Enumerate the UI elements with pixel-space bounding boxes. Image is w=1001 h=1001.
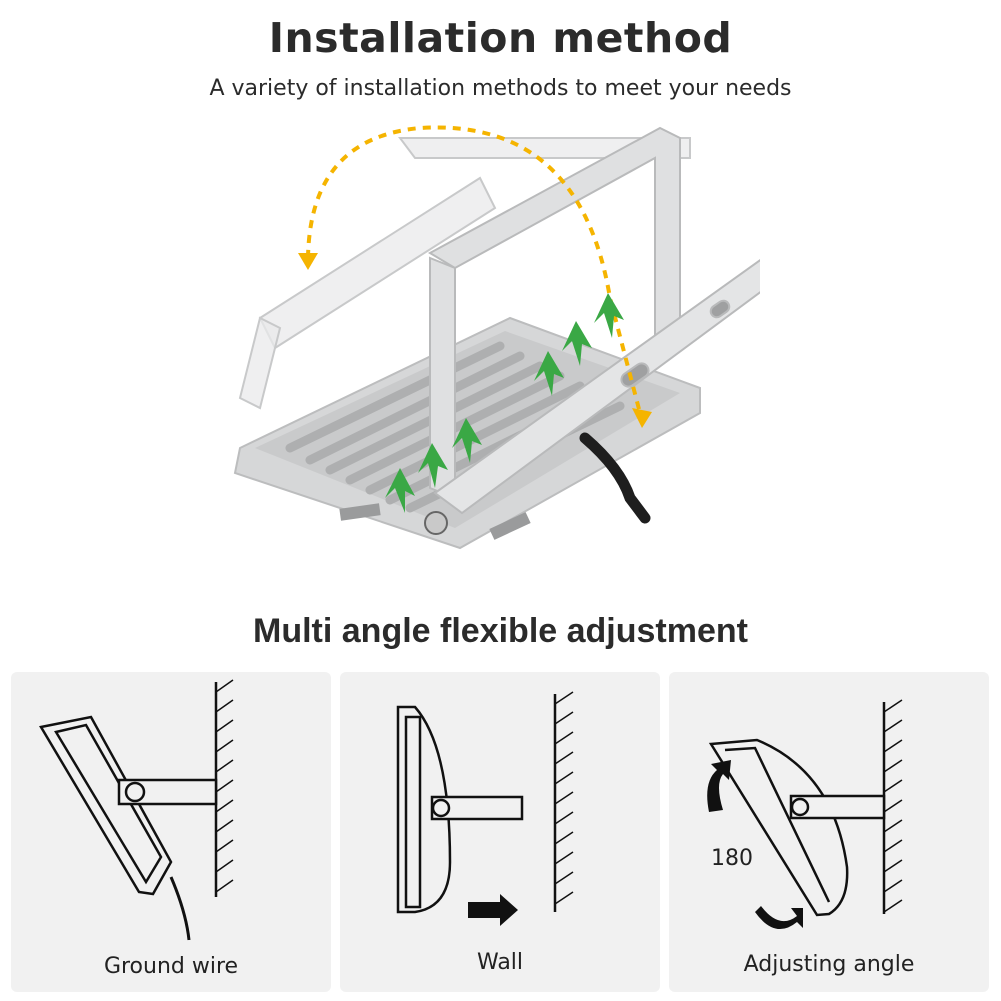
bracket-ghost bbox=[238, 137, 691, 410]
arrow-right-icon bbox=[468, 894, 518, 926]
panel-caption-adjusting-angle: Adjusting angle bbox=[743, 952, 915, 977]
rotation-arrow-right-icon bbox=[632, 408, 652, 428]
adjust-angle-icon bbox=[707, 699, 903, 930]
panel-ground-wire: Ground wire bbox=[11, 672, 331, 992]
rotate-up-arrow-icon bbox=[707, 760, 731, 812]
airflow-arrows bbox=[385, 293, 624, 513]
panel-caption-wall: Wall bbox=[476, 950, 524, 975]
rotation-arrow-left-icon bbox=[298, 253, 318, 270]
page-title: Installation method bbox=[268, 14, 733, 62]
wall-mount-icon bbox=[396, 691, 574, 926]
ground-wire-mount-icon bbox=[39, 679, 234, 941]
power-cable bbox=[579, 432, 651, 524]
panel-adjusting-angle: 180 Adjusting angle bbox=[669, 672, 989, 992]
panel-wall: Wall bbox=[340, 672, 660, 992]
panel-caption-ground-wire: Ground wire bbox=[103, 954, 239, 979]
rotate-down-arrow-icon bbox=[755, 906, 803, 930]
mounting-bracket bbox=[427, 126, 760, 515]
section-title: Multi angle flexible adjustment bbox=[253, 612, 748, 650]
floodlight-product-image bbox=[233, 125, 760, 550]
angle-label: 180 bbox=[711, 846, 753, 871]
bracket-bolt-icon bbox=[424, 511, 448, 535]
page-subtitle: A variety of installation methods to mee… bbox=[209, 76, 792, 101]
